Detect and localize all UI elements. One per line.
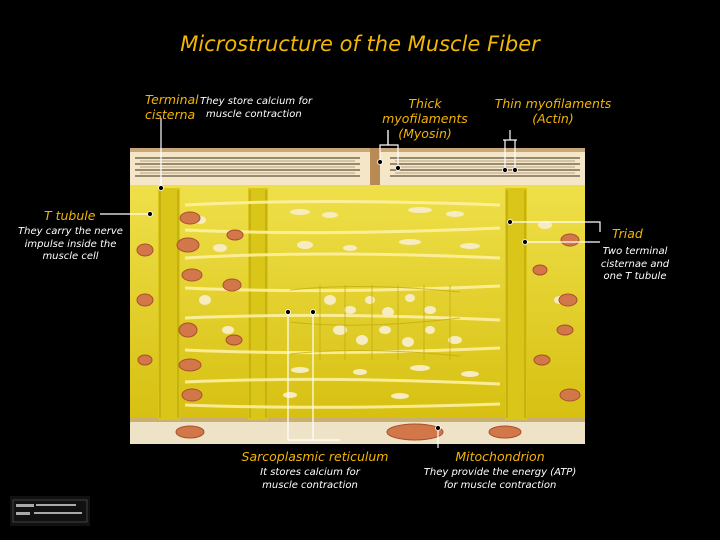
- t-tubule-desc: They carry the nerve impulse inside the …: [8, 226, 133, 264]
- triad-desc-2: cisternae and: [600, 258, 670, 270]
- terminal-cisterna-desc-1: They store calcium for: [200, 96, 313, 107]
- sarcoplasmic-reticulum-desc-2: muscle contraction: [262, 479, 358, 491]
- mitochondrion-title: Mitochondrion: [455, 449, 545, 464]
- triad-desc: Two terminal cisternae and one T tubule: [590, 246, 680, 284]
- sarcoplasmic-reticulum-network: [130, 185, 585, 444]
- thin-myofilaments-line-2: (Actin): [532, 111, 574, 126]
- diagram-title: Microstructure of the Muscle Fiber: [180, 32, 540, 56]
- terminal-cisterna-title-1: Terminal: [145, 92, 199, 107]
- thin-myofilaments-label: Thin myofilaments (Actin): [493, 96, 613, 126]
- mitochondria: [136, 211, 581, 441]
- terminal-cisterna-title-2: cisterna: [145, 107, 196, 122]
- triad-title: Triad: [612, 226, 643, 241]
- terminal-cisterna-desc: They store calcium for muscle contractio…: [200, 96, 312, 121]
- t-tubule-desc-1: They carry the nerve: [18, 226, 123, 237]
- terminal-cisterna-label: Terminal cisterna: [145, 92, 199, 122]
- myofibril-bundle: [130, 148, 585, 193]
- leader-lines: [100, 118, 601, 448]
- mitochondrion-desc-2: for muscle contraction: [443, 479, 557, 491]
- mitochondrion-desc-1: They provide the energy (ATP): [423, 467, 577, 478]
- thick-myofilaments-line-1: Thick myofilaments: [382, 96, 468, 126]
- triad-desc-3: one T tubule: [603, 271, 667, 282]
- sarcoplasmic-reticulum-desc-1: It stores calcium for: [260, 467, 360, 478]
- triad-desc-1: Two terminal: [602, 246, 668, 257]
- thick-myofilaments-line-2: (Myosin): [398, 126, 452, 141]
- sarcoplasmic-reticulum-title: Sarcoplasmic reticulum: [241, 449, 389, 464]
- sarcoplasmic-reticulum-desc: It stores calcium for muscle contraction: [235, 467, 385, 492]
- thick-myofilaments-label: Thick myofilaments (Myosin): [365, 96, 485, 141]
- terminal-cisterna-desc-2: muscle contraction: [206, 108, 302, 120]
- mitochondrion-desc: They provide the energy (ATP) for muscle…: [410, 467, 590, 492]
- publisher-logo: [10, 496, 90, 526]
- t-tubule-title: T tubule: [44, 208, 96, 223]
- leader-dots: [147, 159, 528, 431]
- thin-myofilaments-line-1: Thin myofilaments: [494, 96, 612, 111]
- t-tubule-desc-3: muscle cell: [42, 251, 99, 262]
- t-tubule-desc-2: impulse inside the: [24, 238, 117, 250]
